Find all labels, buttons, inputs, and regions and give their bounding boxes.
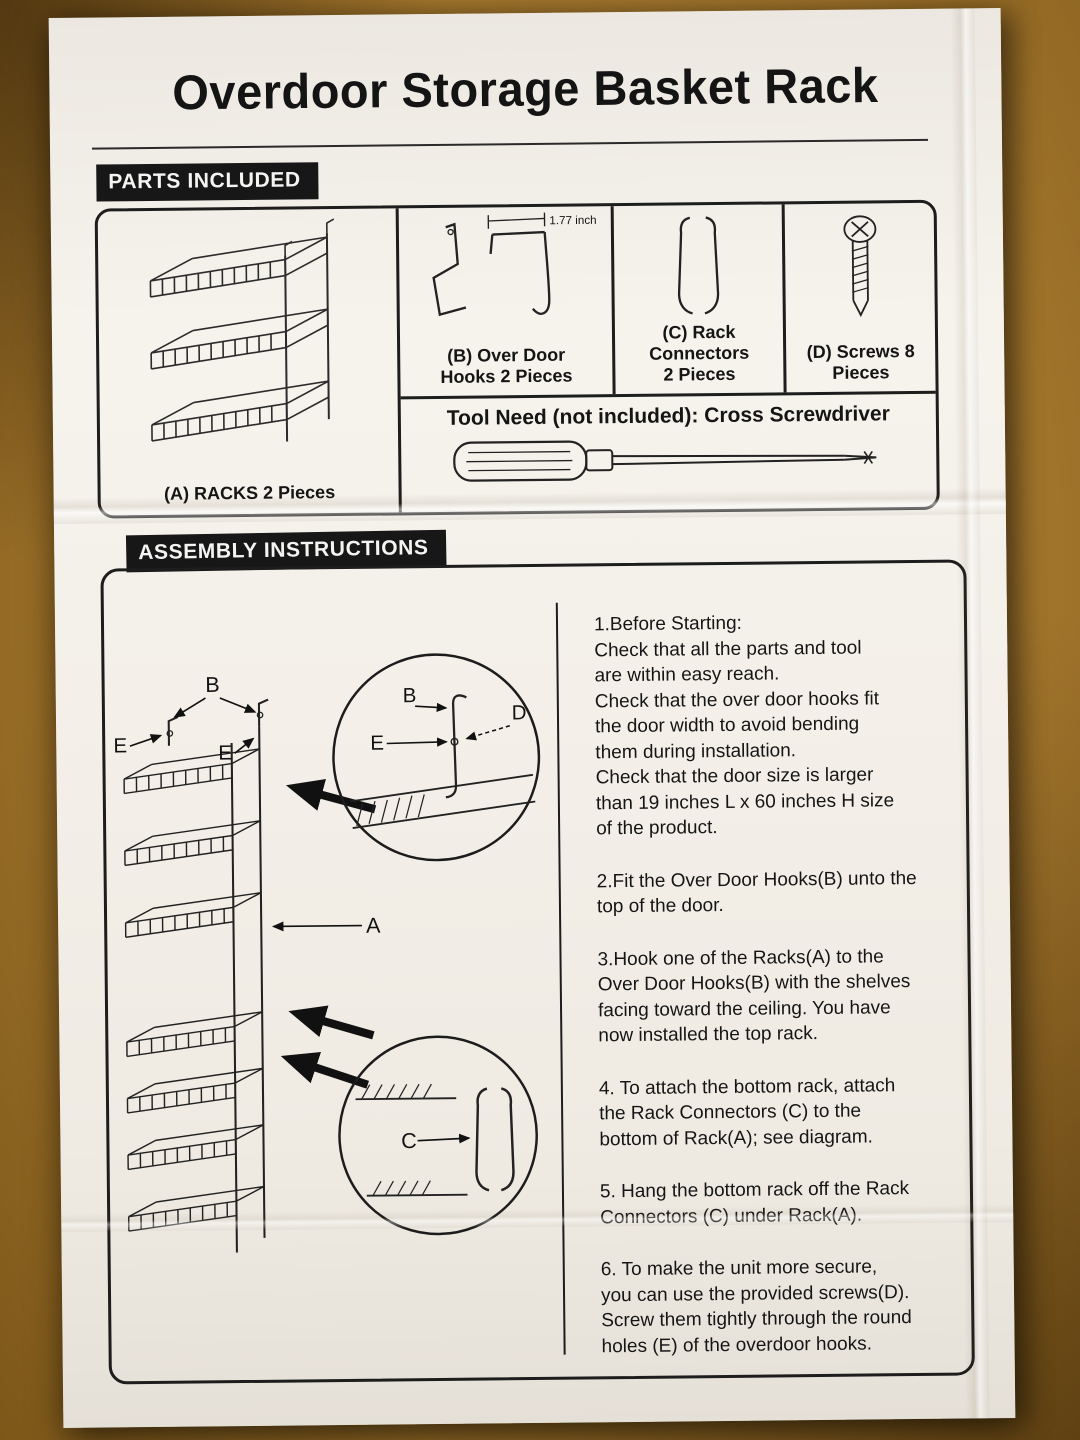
screwdriver-drawing [452,440,876,482]
svg-text:A: A [366,913,381,938]
step-4: 4. To attach the bottom rack, attach the… [598,1074,896,1150]
assembly-steps: 1.Before Starting: Check that all the pa… [557,562,971,1376]
svg-text:D: D [512,701,527,724]
rack-connector-drawing [677,216,720,315]
svg-text:E: E [218,741,232,764]
assembly-diagram: B E E A [103,567,563,1382]
parts-included-panel: (A) RACKS 2 Pieces 1.77 inch (B) Over [94,199,940,519]
step-1: 1.Before Starting: Check that all the pa… [593,612,895,840]
svg-text:1.77 inch: 1.77 inch [549,214,596,227]
page-title: Overdoor Storage Basket Rack [172,57,879,120]
screw-drawing [842,215,876,318]
step-6: 6. To make the unit more secure, you can… [600,1256,912,1357]
connectors-caption-line2: 2 Pieces [663,363,736,385]
part-connectors-cell: (C) Rack Connectors 2 Pieces [613,204,787,395]
instruction-sheet: Overdoor Storage Basket Rack PARTS INCLU… [48,8,1016,1428]
part-screws-cell: (D) Screws 8 Pieces [785,203,936,393]
step-5: 5. Hang the bottom rack off the Rack Con… [599,1178,910,1228]
step-2: 2.Fit the Over Door Hooks(B) unto the to… [596,867,917,918]
svg-text:C: C [401,1128,417,1153]
hooks-caption-line2: Hooks 2 Pieces [440,365,573,387]
parts-included-header: PARTS INCLUDED [96,162,319,202]
svg-text:B: B [403,684,417,707]
assembly-diagram-drawing: B E E A [113,653,541,1253]
tool-cell: Tool Need (not included): Cross Screwdri… [401,394,937,513]
part-rack-cell: (A) RACKS 2 Pieces [97,208,402,516]
screws-caption: (D) Screws 8 Pieces [806,340,915,383]
assembly-instructions-panel: B E E A [100,559,975,1385]
overdoor-hook-drawing: 1.77 inch [432,212,597,317]
step-3: 3.Hook one of the Racks(A) to the Over D… [597,945,911,1047]
title-rule [92,138,928,150]
part-hooks-cell: 1.77 inch (B) Over Door Hooks 2 Pieces [398,206,616,397]
hooks-caption-line1: (B) Over Door [447,344,566,366]
rack-a-drawing [149,218,335,442]
svg-text:E: E [370,732,384,755]
connectors-caption-line1: (C) Rack Connectors [649,321,750,364]
rack-a-caption: (A) RACKS 2 Pieces [163,482,336,504]
svg-text:B: B [205,672,220,697]
svg-text:E: E [113,734,127,757]
